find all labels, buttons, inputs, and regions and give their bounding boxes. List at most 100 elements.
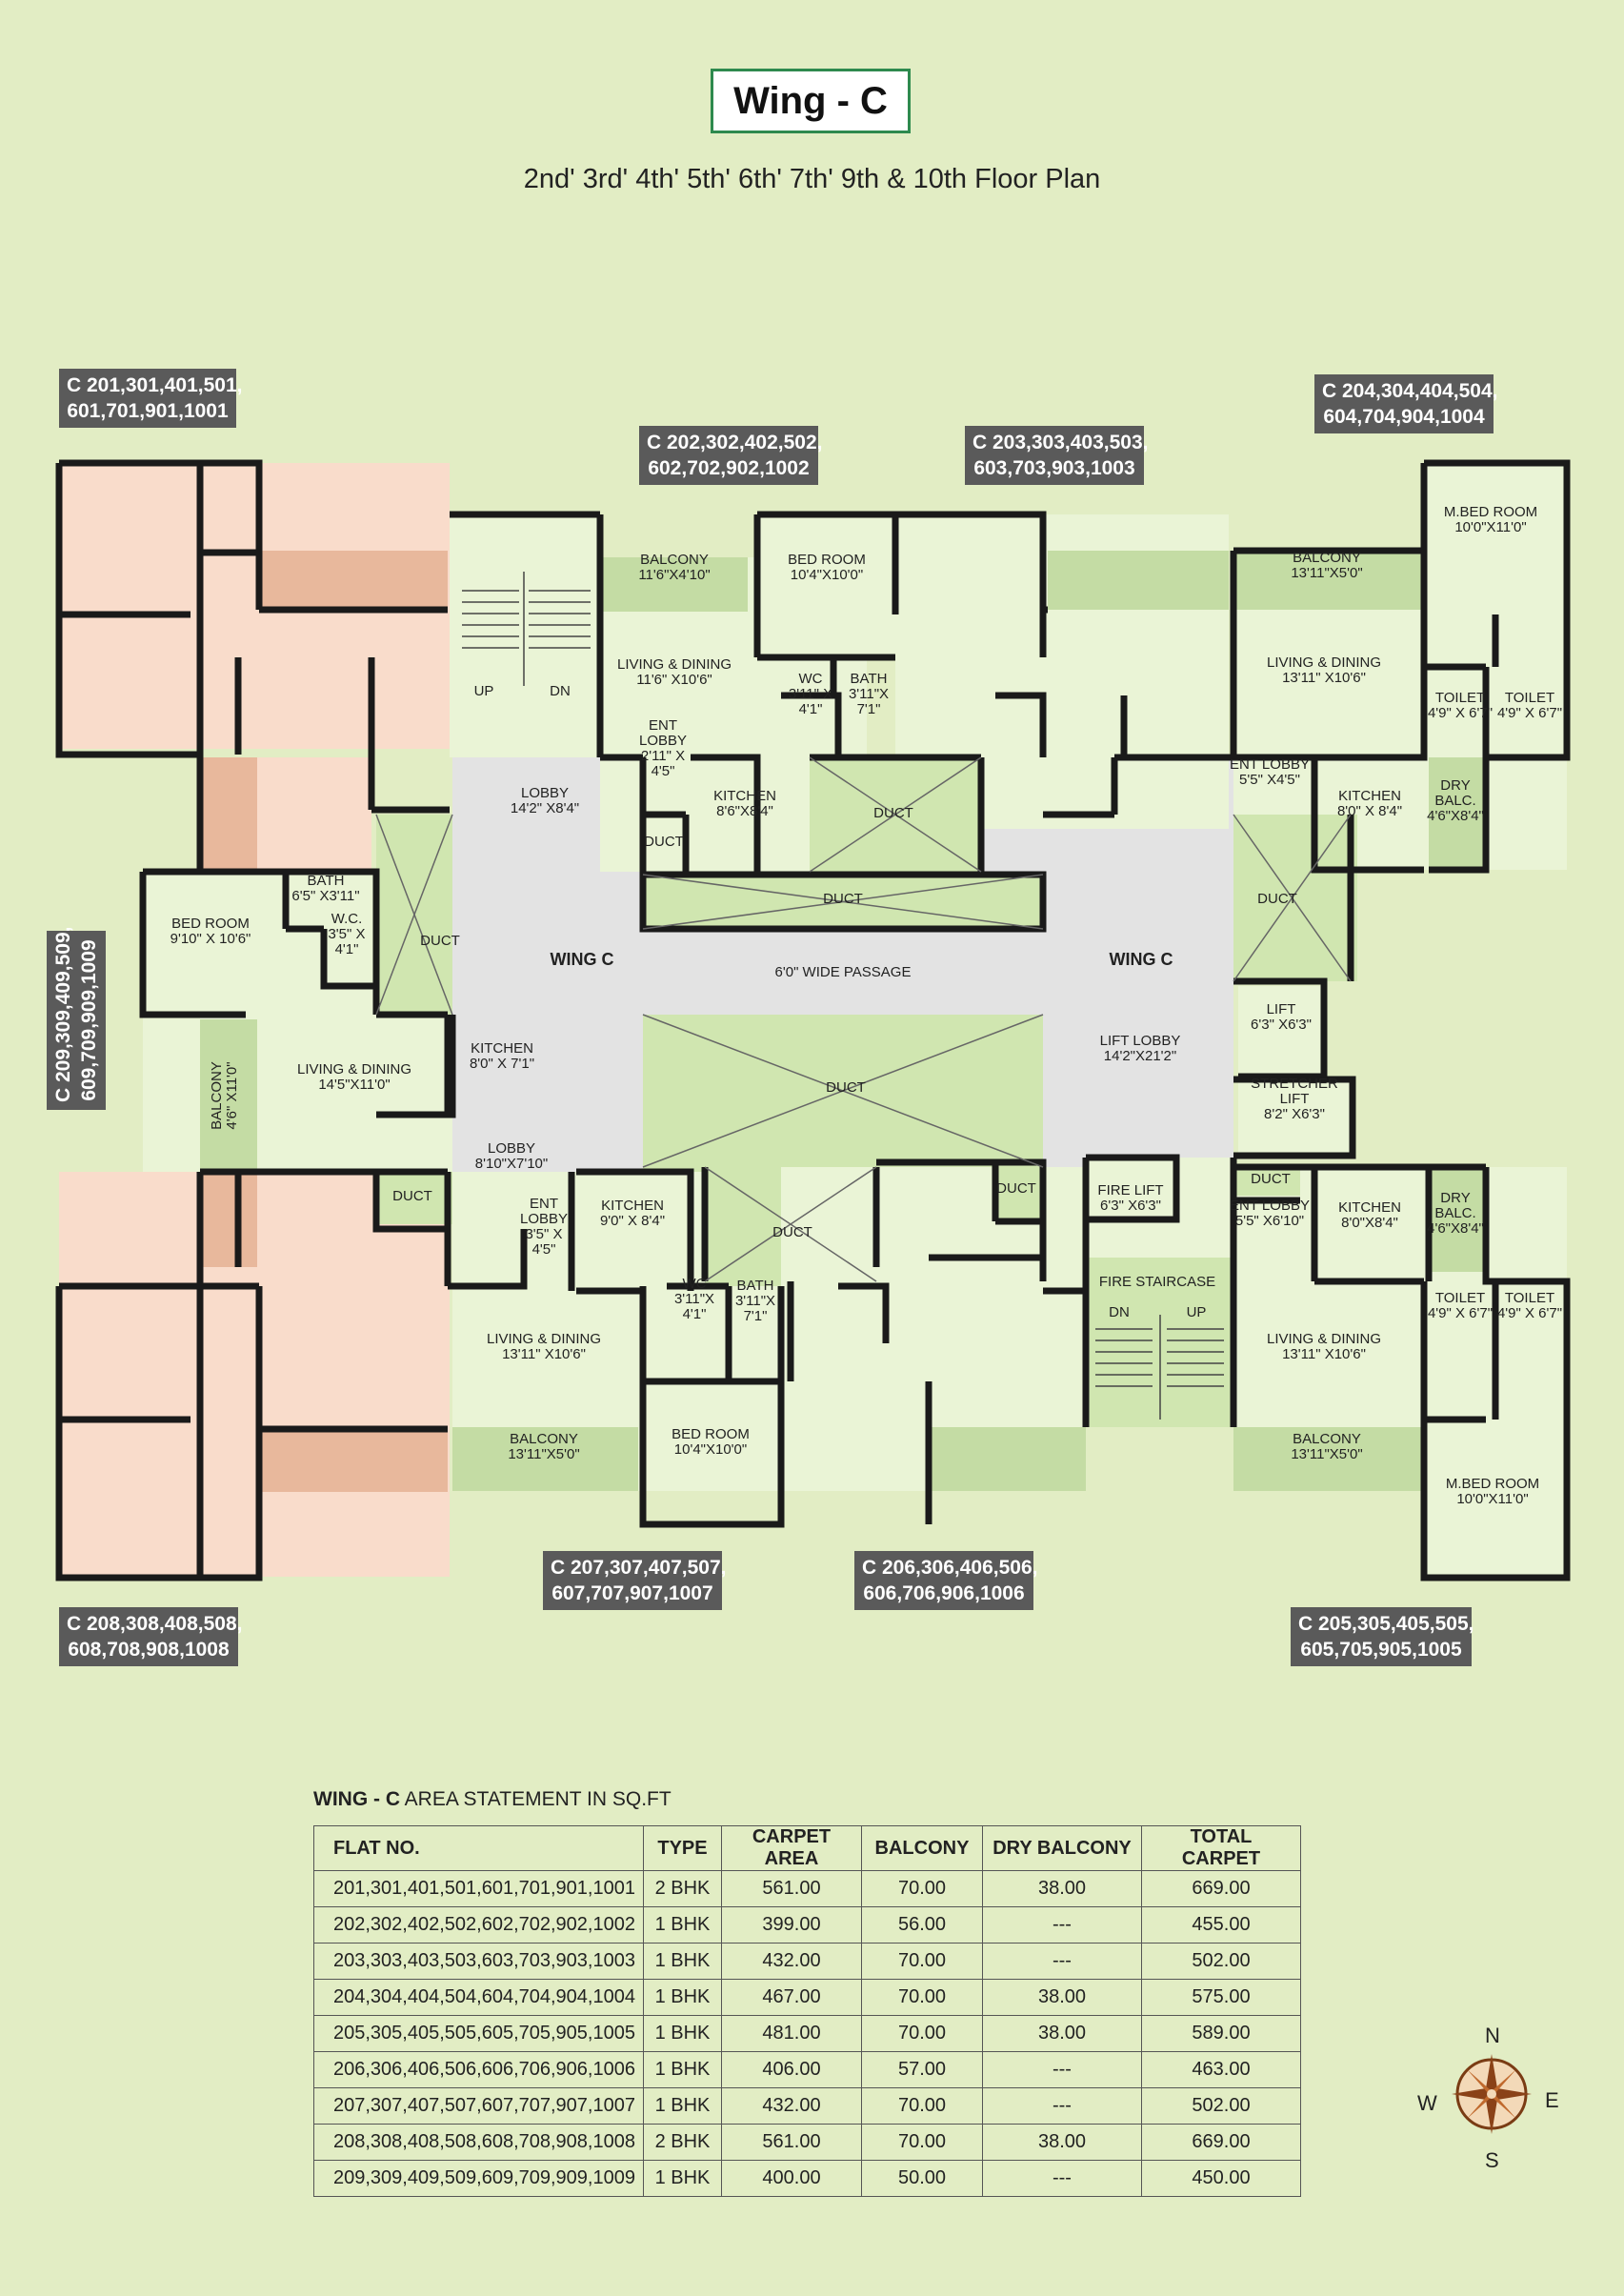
- room-label-duct-center-top: DUCT: [873, 805, 913, 821]
- cell-flat-no: 209,309,409,509,609,709,909,1009: [313, 2160, 644, 2197]
- cell-carpet-area: 561.00: [720, 2124, 862, 2161]
- cell-balcony: 50.00: [860, 2160, 983, 2197]
- cell-type: 1 BHK: [642, 1943, 722, 1980]
- cell-balcony: 56.00: [860, 1906, 983, 1944]
- cell-total-carpet: 450.00: [1140, 2160, 1301, 2197]
- compass-east: E: [1545, 2088, 1559, 2112]
- cell-type: 2 BHK: [642, 2124, 722, 2161]
- area-heading-wing: WING - C: [313, 1788, 400, 1810]
- compass-west: W: [1417, 2091, 1437, 2115]
- flat-205-balcony: [1233, 1427, 1424, 1491]
- cell-balcony: 70.00: [860, 2015, 983, 2052]
- flat-201-terrace: [257, 551, 448, 610]
- cell-flat-no: 202,302,402,502,602,702,902,1002: [313, 1906, 644, 1944]
- stretcher-lift-area: [1238, 1079, 1353, 1156]
- flat-tag-204: C 204,304,404,504, 604,704,904,1004: [1314, 374, 1498, 433]
- cell-total-carpet: 669.00: [1140, 1870, 1301, 1907]
- room-label-stair-dn: DN: [550, 683, 571, 699]
- cell-carpet-area: 467.00: [720, 1979, 862, 2016]
- room-label-duct-bottom-small: DUCT: [772, 1224, 812, 1240]
- cell-dry-balcony: 38.00: [981, 1979, 1142, 2016]
- room-label-duct-long-top: DUCT: [823, 891, 863, 907]
- cell-balcony: 70.00: [860, 1943, 983, 1980]
- cell-balcony: 57.00: [860, 2051, 983, 2088]
- compass-north: N: [1485, 2024, 1500, 2047]
- cell-total-carpet: 589.00: [1140, 2015, 1301, 2052]
- lift-area: [1238, 986, 1324, 1077]
- cell-carpet-area: 399.00: [720, 1906, 862, 1944]
- duct-right-area: [1233, 815, 1357, 981]
- flat-203-balcony: [1048, 551, 1229, 610]
- walls: [55, 459, 1571, 1581]
- flat-tag-202: C 202,302,402,502, 602,702,902,1002: [639, 426, 823, 485]
- cell-type: 1 BHK: [642, 2160, 722, 2197]
- cell-balcony: 70.00: [860, 2124, 983, 2161]
- flat-tag-206: C 206,306,406,506, 606,706,906,1006: [854, 1551, 1038, 1610]
- duct-crosses: [375, 756, 1352, 1282]
- room-label-duct-right: DUCT: [1257, 891, 1297, 907]
- room-label-wing-c-right: WING C: [1110, 950, 1173, 969]
- cell-flat-no: 201,301,401,501,601,701,901,1001: [313, 1870, 644, 1907]
- compass-center: [1487, 2089, 1496, 2099]
- cell-total-carpet: 502.00: [1140, 2087, 1301, 2125]
- cell-total-carpet: 463.00: [1140, 2051, 1301, 2088]
- col-total-carpet: TOTAL CARPET: [1140, 1825, 1301, 1871]
- cell-balcony: 70.00: [860, 1979, 983, 2016]
- cell-flat-no: 205,305,405,505,605,705,905,1005: [313, 2015, 644, 2052]
- room-fills: [59, 463, 1567, 1577]
- col-type: TYPE: [642, 1825, 722, 1871]
- cell-flat-no: 206,306,406,506,606,706,906,1006: [313, 2051, 644, 2088]
- cell-flat-no: 207,307,407,507,607,707,907,1007: [313, 2087, 644, 2125]
- cell-dry-balcony: ---: [981, 1906, 1142, 1944]
- flat-202-balcony: [600, 557, 748, 612]
- room-label-duct-205: DUCT: [1251, 1171, 1291, 1187]
- flat-tag-207: C 207,307,407,507, 607,707,907,1007: [543, 1551, 727, 1610]
- cell-total-carpet: 455.00: [1140, 1906, 1301, 1944]
- cell-flat-no: 203,303,403,503,603,703,903,1003: [313, 1943, 644, 1980]
- cell-dry-balcony: 38.00: [981, 2124, 1142, 2161]
- cell-type: 1 BHK: [642, 2087, 722, 2125]
- stair-treads: [462, 572, 1224, 1420]
- flat-205-bedroom: [1424, 1420, 1567, 1577]
- flat-208-terrace-top: [200, 1172, 257, 1267]
- table-header-row: FLAT NO. TYPE CARPET AREA BALCONY DRY BA…: [313, 1825, 1301, 1871]
- flat-204-balcony: [1233, 551, 1424, 610]
- area-statement-heading: WING - C AREA STATEMENT IN SQ.FT: [313, 1788, 672, 1811]
- room-label-duct-small-202: DUCT: [644, 834, 684, 850]
- col-balcony: BALCONY: [860, 1825, 983, 1871]
- cell-type: 1 BHK: [642, 1906, 722, 1944]
- flat-206-balcony: [929, 1427, 1086, 1491]
- duct-vertical-area: [995, 1162, 1041, 1221]
- room-label-fire-up: UP: [1187, 1304, 1207, 1320]
- room-label-wing-c-left: WING C: [551, 950, 614, 969]
